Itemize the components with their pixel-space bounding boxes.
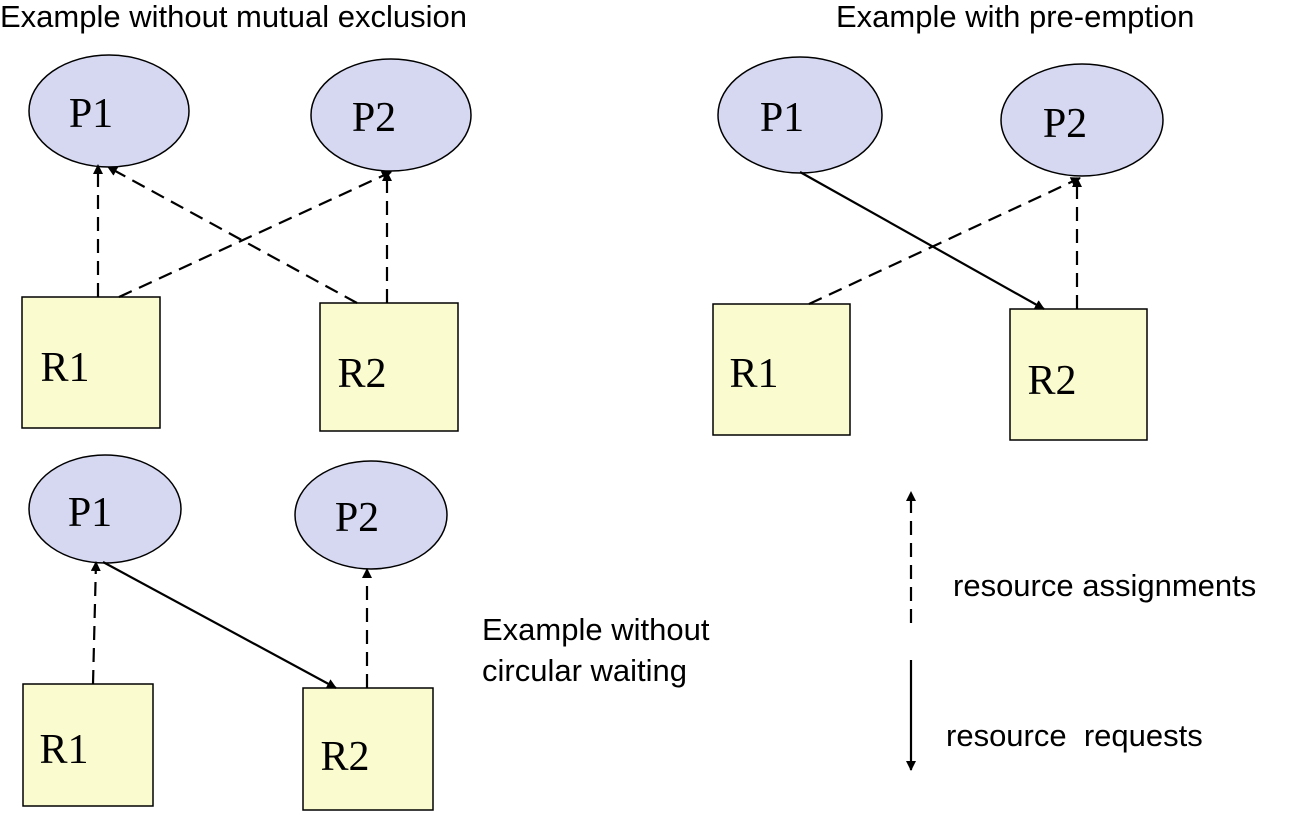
assignment-edge-r1-p2 [118, 171, 392, 298]
request-edge-p1-r2 [102, 561, 337, 689]
panel-title-no-circular-waiting-line2: circular waiting [482, 653, 687, 688]
panel-title-pre-emption: Example with pre-emption [836, 0, 1194, 34]
resource-r2-label: R2 [1027, 358, 1076, 404]
panel-pre-emption: Example with pre-emption P1 P2 R1 R2 [712, 0, 1194, 441]
legend: resource assignments resource requests [906, 491, 1256, 771]
resource-r1-label: R1 [39, 727, 88, 773]
panel-no-circular-waiting: Example without circular waiting P1 P2 R… [22, 454, 710, 811]
panel-title-no-circular-waiting-line1: Example without [482, 612, 710, 647]
resource-r1-node [22, 683, 154, 807]
process-p1-label: P1 [68, 490, 112, 536]
resource-r1-label: R1 [729, 351, 778, 397]
resource-r2-node [302, 687, 434, 811]
process-p2-label: P2 [352, 95, 396, 141]
process-p2-node [1000, 63, 1164, 177]
process-p1-label: P1 [69, 91, 113, 137]
process-p1-label: P1 [760, 95, 804, 141]
assignment-edge-r2-p1 [107, 166, 358, 304]
legend-assignment-label: resource assignments [953, 568, 1256, 603]
request-edge-p1-r2 [799, 171, 1045, 310]
panel-title-no-mutual-exclusion: Example without mutual exclusion [0, 0, 467, 34]
resource-r2-node [319, 302, 459, 432]
process-p2-label: P2 [1043, 101, 1087, 147]
resource-r1-node [21, 296, 161, 429]
resource-r1-label: R1 [40, 345, 89, 391]
panel-no-mutual-exclusion: Example without mutual exclusion P1 P2 R… [0, 0, 472, 432]
assignment-edge-r1-p1 [90, 561, 101, 685]
resource-r1-node [712, 303, 851, 436]
resource-r2-node [1009, 308, 1148, 441]
process-p2-label: P2 [335, 495, 379, 541]
legend-request-label: resource requests [946, 718, 1203, 753]
assignment-edge-r1-p2 [808, 177, 1081, 305]
resource-r2-label: R2 [320, 734, 369, 780]
resource-r2-label: R2 [337, 351, 386, 397]
